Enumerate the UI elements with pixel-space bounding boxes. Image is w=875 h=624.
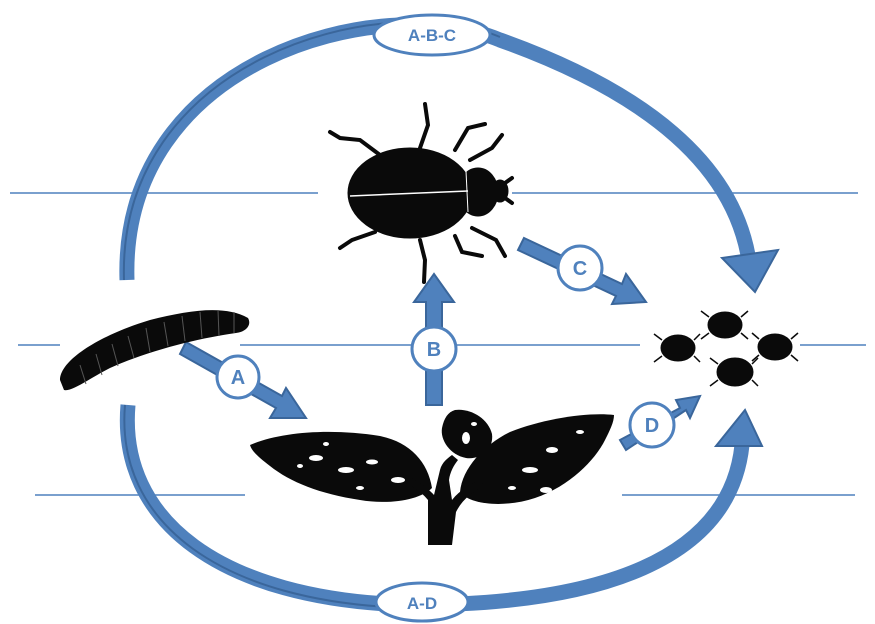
top-arrow-head — [722, 250, 778, 292]
arrow-b: B — [412, 274, 456, 405]
arrow-c: C — [518, 238, 646, 304]
plant-icon — [250, 410, 614, 545]
arrow-a-label: A — [231, 367, 245, 389]
label-bottom-badge: A-D — [376, 583, 468, 621]
aphids-icon — [654, 311, 798, 386]
aphid-4 — [710, 358, 758, 386]
top-cycle-arrow — [124, 22, 778, 292]
label-bottom-text: A-D — [407, 594, 437, 613]
aphid-3 — [752, 333, 798, 361]
arrow-d: D — [620, 396, 700, 450]
aphid-2 — [701, 311, 748, 339]
arrow-c-label: C — [573, 258, 587, 280]
beetle-icon — [330, 104, 512, 282]
arrow-a: A — [180, 342, 306, 418]
arrow-d-label: D — [645, 415, 659, 437]
arrow-b-label: B — [427, 339, 441, 361]
label-top-badge: A-B-C — [374, 15, 490, 55]
aphid-1 — [654, 334, 700, 362]
label-top-text: A-B-C — [408, 26, 456, 45]
bottom-arrow-head — [716, 410, 762, 446]
